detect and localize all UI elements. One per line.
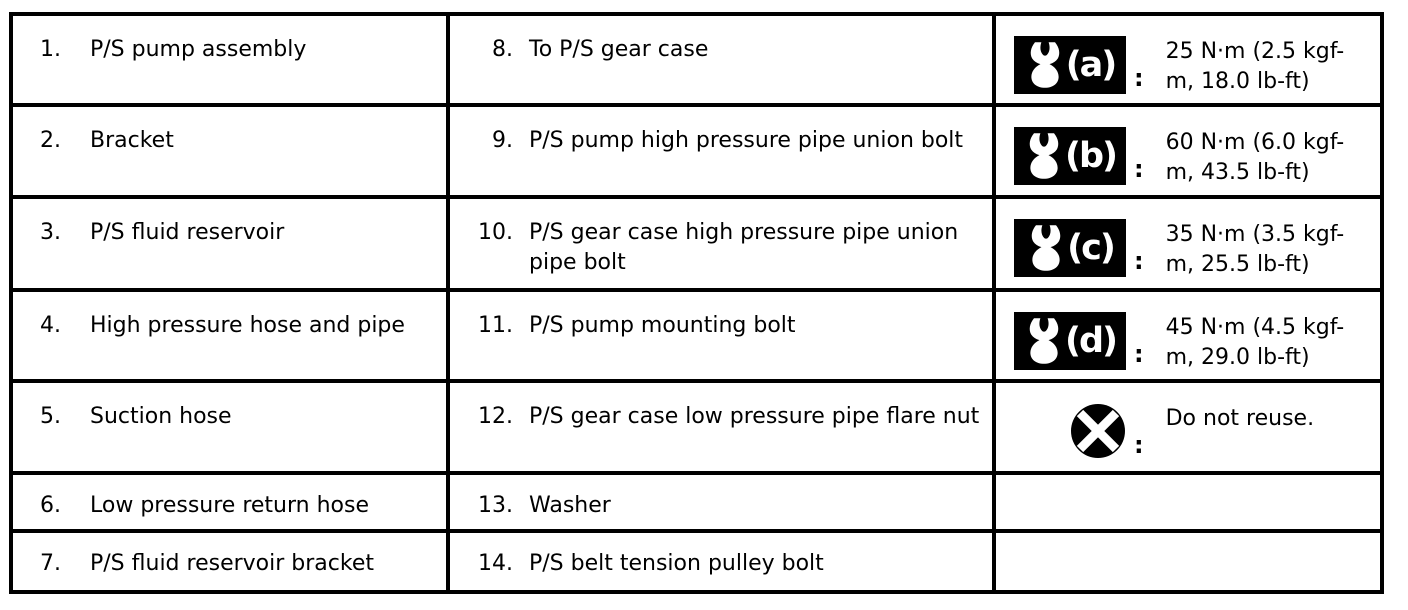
table-row: 2. Bracket 9. P/S pump high pressure pip… — [9, 103, 1384, 199]
part-number: 11. — [478, 313, 513, 338]
do-not-reuse-icon — [1071, 404, 1125, 458]
part-label: P/S fluid reservoir — [90, 220, 285, 245]
torque-value: 60 N·m (6.0 kgf-m, 43.5 lb-ft) — [1165, 130, 1345, 185]
torque-value: 25 N·m (2.5 kgf-m, 18.0 lb-ft) — [1165, 39, 1345, 94]
part-number: 7. — [40, 551, 61, 576]
part-number: 14. — [478, 551, 513, 576]
part-cell-6: 6. Low pressure return hose — [9, 471, 450, 533]
torque-spec-cell-a: (a) : 25 N·m (2.5 kgf-m, 18.0 lb-ft) — [992, 12, 1384, 107]
wrench-badge-label: (d) — [1064, 320, 1118, 361]
part-label: P/S gear case high pressure pipe union p… — [529, 220, 959, 275]
colon: : — [1134, 64, 1144, 92]
torque-value: 35 N·m (3.5 kgf-m, 25.5 lb-ft) — [1165, 222, 1345, 277]
empty-cell — [992, 471, 1384, 533]
part-cell-3: 3. P/S fluid reservoir — [9, 195, 450, 292]
part-cell-2: 2. Bracket — [9, 103, 450, 199]
part-number: 13. — [478, 493, 513, 518]
part-label: P/S pump mounting bolt — [529, 313, 796, 338]
table-row: 3. P/S fluid reservoir 10. P/S gear case… — [9, 195, 1384, 292]
table-row: 5. Suction hose 12. P/S gear case low pr… — [9, 379, 1384, 475]
part-number: 3. — [40, 220, 61, 245]
wrench-badge-label: (a) — [1065, 44, 1118, 85]
wrench-b-icon: (b) — [1014, 127, 1126, 185]
part-cell-12: 12. P/S gear case low pressure pipe flar… — [446, 379, 996, 475]
parts-legend-table: 1. P/S pump assembly 8. To P/S gear case… — [9, 12, 1384, 594]
part-number: 12. — [478, 404, 513, 429]
table-row: 4. High pressure hose and pipe 11. P/S p… — [9, 288, 1384, 383]
table-row: 7. P/S fluid reservoir bracket 14. P/S b… — [9, 529, 1384, 594]
torque-spec-cell-d: (d) : 45 N·m (4.5 kgf-m, 29.0 lb-ft) — [992, 288, 1384, 383]
colon: : — [1134, 431, 1144, 459]
torque-value: 45 N·m (4.5 kgf-m, 29.0 lb-ft) — [1165, 315, 1345, 370]
part-cell-9: 9. P/S pump high pressure pipe union bol… — [446, 103, 996, 199]
part-number: 8. — [492, 37, 513, 62]
part-cell-5: 5. Suction hose — [9, 379, 450, 475]
part-label: P/S pump high pressure pipe union bolt — [529, 128, 964, 153]
part-label: Washer — [529, 493, 611, 518]
part-cell-10: 10. P/S gear case high pressure pipe uni… — [446, 195, 996, 292]
torque-spec-cell-b: (b) : 60 N·m (6.0 kgf-m, 43.5 lb-ft) — [992, 103, 1384, 199]
torque-spec-cell-c: (c) : 35 N·m (3.5 kgf-m, 25.5 lb-ft) — [992, 195, 1384, 292]
part-number: 6. — [40, 493, 61, 518]
part-number: 4. — [40, 313, 61, 338]
part-number: 2. — [40, 128, 61, 153]
part-cell-8: 8. To P/S gear case — [446, 12, 996, 107]
table-row: 1. P/S pump assembly 8. To P/S gear case… — [9, 12, 1384, 107]
wrench-badge-label: (c) — [1067, 227, 1116, 268]
part-label: P/S pump assembly — [90, 37, 307, 62]
part-label: P/S fluid reservoir bracket — [90, 551, 374, 576]
part-cell-4: 4. High pressure hose and pipe — [9, 288, 450, 383]
part-label: Low pressure return hose — [90, 493, 369, 518]
part-label: P/S gear case low pressure pipe flare nu… — [529, 404, 980, 429]
part-cell-11: 11. P/S pump mounting bolt — [446, 288, 996, 383]
part-cell-1: 1. P/S pump assembly — [9, 12, 450, 107]
part-label: P/S belt tension pulley bolt — [529, 551, 824, 576]
part-number: 10. — [478, 220, 513, 245]
empty-cell — [992, 529, 1384, 594]
colon: : — [1134, 155, 1144, 183]
part-label: High pressure hose and pipe — [90, 313, 405, 338]
wrench-badge-label: (b) — [1064, 135, 1118, 176]
part-number: 9. — [492, 128, 513, 153]
part-cell-13: 13. Washer — [446, 471, 996, 533]
do-not-reuse-cell: : Do not reuse. — [992, 379, 1384, 475]
colon: : — [1134, 340, 1144, 368]
part-cell-14: 14. P/S belt tension pulley bolt — [446, 529, 996, 594]
table-row: 6. Low pressure return hose 13. Washer — [9, 471, 1384, 533]
part-number: 1. — [40, 37, 61, 62]
do-not-reuse-text: Do not reuse. — [1165, 406, 1315, 431]
wrench-c-icon: (c) — [1014, 219, 1126, 277]
colon: : — [1134, 247, 1144, 275]
part-number: 5. — [40, 404, 61, 429]
part-label: Suction hose — [90, 404, 232, 429]
wrench-d-icon: (d) — [1014, 312, 1126, 370]
part-label: To P/S gear case — [529, 37, 709, 62]
part-label: Bracket — [90, 128, 174, 153]
wrench-a-icon: (a) — [1014, 36, 1126, 94]
part-cell-7: 7. P/S fluid reservoir bracket — [9, 529, 450, 594]
